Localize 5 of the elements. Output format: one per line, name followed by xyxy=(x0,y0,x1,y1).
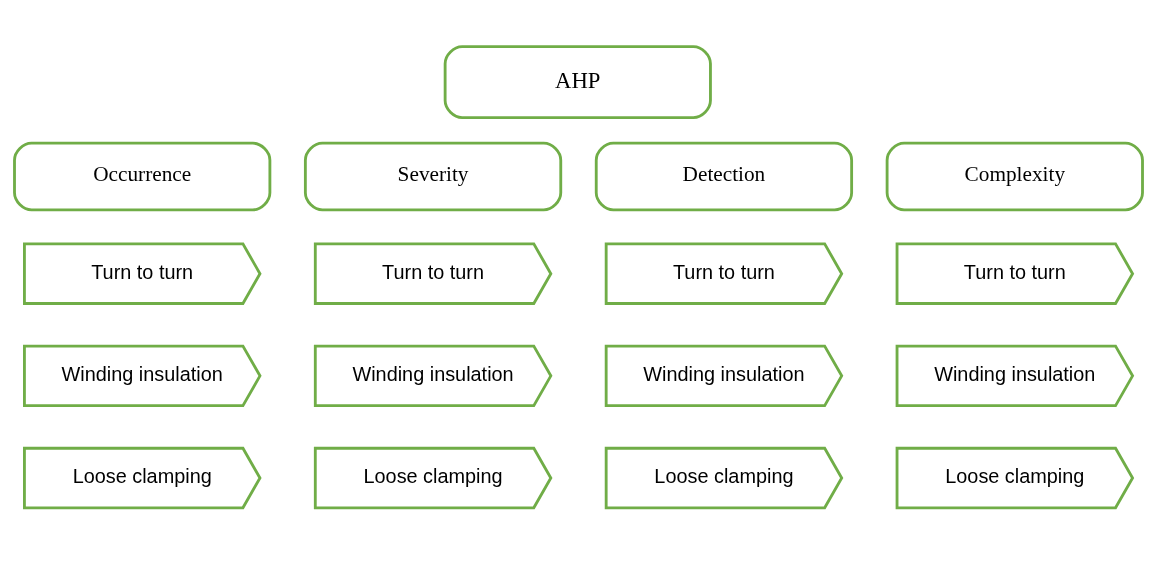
node-box: Complexity xyxy=(885,141,1144,211)
node-box: Detection xyxy=(594,141,854,211)
node-box: Severity xyxy=(303,141,563,211)
node-box: AHP xyxy=(443,44,712,119)
node-box: Occurrence xyxy=(13,141,272,211)
